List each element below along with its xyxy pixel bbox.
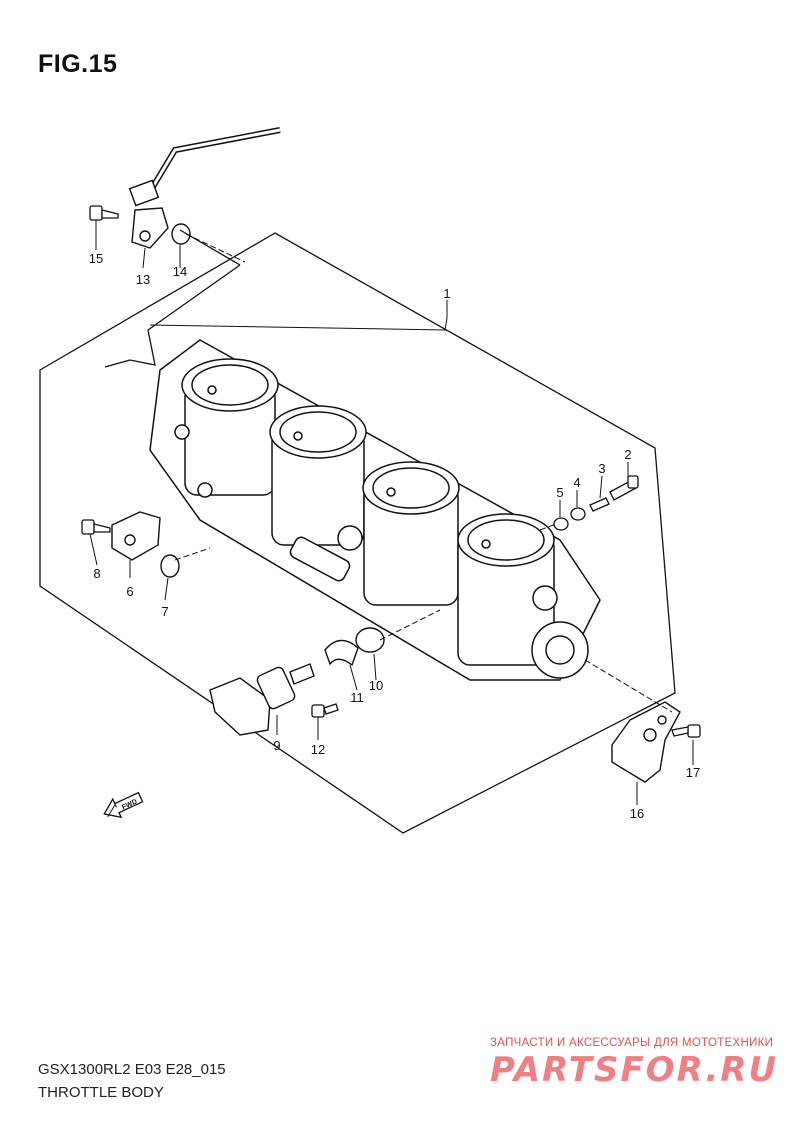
watermark-logo: PARTSFOR.RU bbox=[490, 1050, 779, 1090]
callout-14: 14 bbox=[173, 264, 187, 279]
callout-12: 12 bbox=[311, 742, 325, 757]
bracket-16 bbox=[611, 701, 681, 783]
callout-3: 3 bbox=[598, 461, 605, 476]
forward-arrow-icon: FWD bbox=[103, 791, 144, 819]
callout-15: 15 bbox=[89, 251, 103, 266]
screw-2 bbox=[609, 475, 639, 501]
screw-17 bbox=[671, 724, 701, 738]
callout-1: 1 bbox=[443, 286, 450, 301]
washer-4 bbox=[570, 507, 586, 521]
clip-11 bbox=[324, 639, 359, 667]
screw-3 bbox=[589, 497, 610, 512]
callout-9: 9 bbox=[273, 738, 280, 753]
o-ring-7 bbox=[160, 554, 180, 578]
barrel-3 bbox=[362, 461, 460, 606]
callout-2: 2 bbox=[624, 447, 631, 462]
section-name: THROTTLE BODY bbox=[38, 1084, 164, 1101]
sensor-9 bbox=[209, 663, 315, 736]
callout-16: 16 bbox=[630, 806, 644, 821]
sensor-6 bbox=[111, 511, 161, 561]
barrel-1 bbox=[181, 358, 279, 496]
o-ring-10 bbox=[355, 627, 385, 653]
figure-title: FIG.15 bbox=[38, 50, 118, 78]
callout-4: 4 bbox=[573, 475, 580, 490]
barrel-4 bbox=[457, 513, 555, 666]
screw-15 bbox=[89, 205, 119, 221]
callout-5: 5 bbox=[556, 485, 563, 500]
callout-8: 8 bbox=[93, 566, 100, 581]
callout-11: 11 bbox=[350, 690, 364, 705]
screw-8 bbox=[81, 519, 111, 535]
model-code: GSX1300RL2 E03 E28_015 bbox=[38, 1061, 226, 1078]
watermark-caption: ЗАПЧАСТИ И АКСЕССУАРЫ ДЛЯ МОТОТЕХНИКИ bbox=[490, 1037, 774, 1049]
callout-6: 6 bbox=[126, 584, 133, 599]
throttle-body-assembly bbox=[149, 339, 601, 681]
assembly-outline bbox=[39, 232, 676, 834]
callout-13: 13 bbox=[136, 272, 150, 287]
callout-10: 10 bbox=[369, 678, 383, 693]
callout-17: 17 bbox=[686, 765, 700, 780]
screw-12 bbox=[311, 703, 339, 718]
sensor-13 bbox=[128, 127, 281, 249]
o-ring-14 bbox=[171, 223, 191, 245]
barrel-2 bbox=[269, 405, 367, 546]
washer-5 bbox=[553, 517, 569, 531]
callout-7: 7 bbox=[161, 604, 168, 619]
